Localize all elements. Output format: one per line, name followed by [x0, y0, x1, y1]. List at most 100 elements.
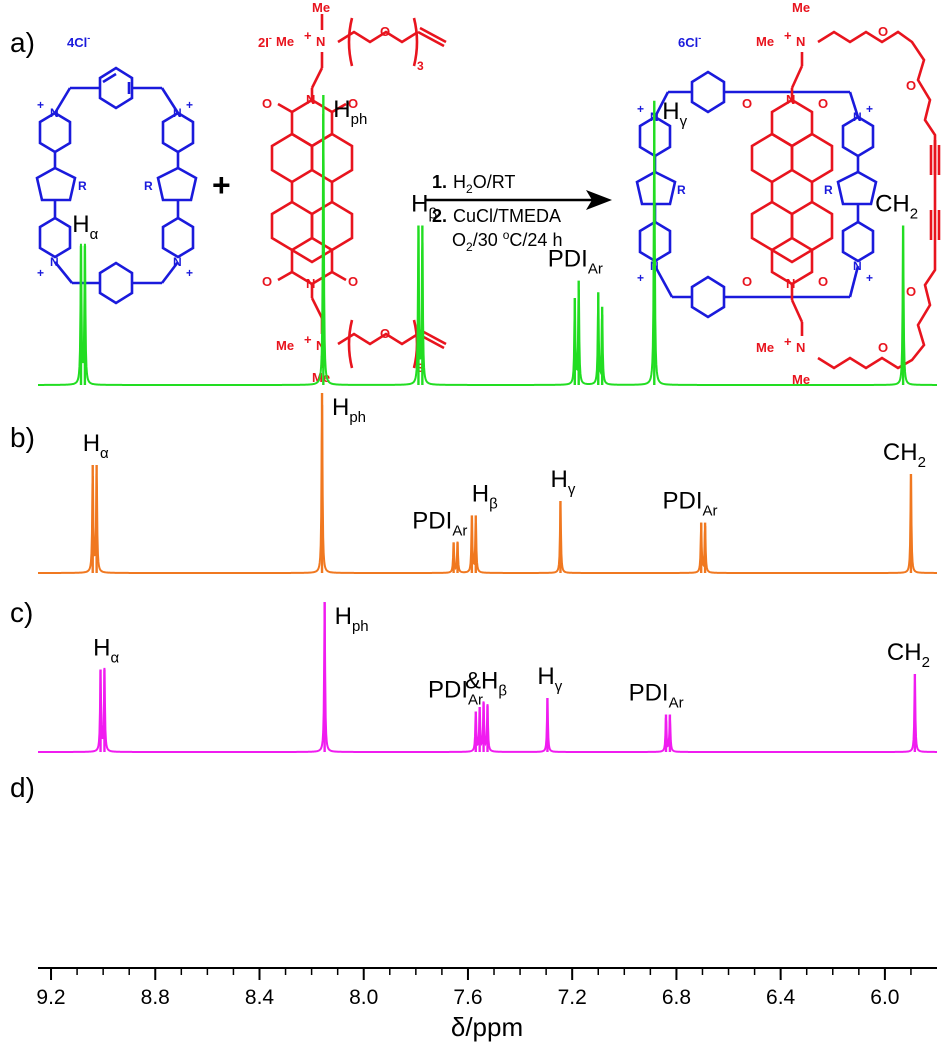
- pyridinium-ring: [841, 220, 875, 263]
- pdi-reactant: 2I- O O: [258, 0, 447, 385]
- x-tick-label: 6.8: [662, 986, 691, 1009]
- x-axis-label: δ/ppm: [451, 1012, 523, 1042]
- charge-plus: +: [37, 98, 44, 112]
- pyrrole-ring: [635, 170, 677, 206]
- imide-o: O: [742, 96, 752, 111]
- pdi-counterion: 2I-: [258, 33, 272, 50]
- peak-label: Hβ: [411, 191, 437, 223]
- panel-label-a: a): [10, 27, 35, 58]
- peak-label: PDIAr: [412, 507, 467, 539]
- peak-label: Hγ: [537, 663, 562, 695]
- imide-o: O: [262, 274, 272, 289]
- pyridinium-n: N: [173, 255, 182, 269]
- x-tick-label: 8.0: [349, 986, 378, 1009]
- pdi-core-ring: [790, 200, 834, 252]
- charge-plus: +: [186, 98, 193, 112]
- charge-plus: +: [784, 28, 792, 43]
- repeat-subscript: 3: [417, 361, 424, 375]
- alkyne-bond: [417, 30, 445, 48]
- ether-o: O: [906, 284, 916, 299]
- charge-plus: +: [37, 266, 44, 280]
- peak-label: CH2: [875, 191, 918, 223]
- charge-plus: +: [866, 271, 873, 285]
- pyrrole-ring: [156, 166, 198, 202]
- peak-label: Hph: [332, 394, 366, 426]
- ammonium-n: N: [796, 340, 805, 355]
- x-tick-label: 8.8: [141, 986, 170, 1009]
- charge-plus: +: [866, 102, 873, 116]
- imide-n: N: [786, 92, 795, 107]
- substituent-r: R: [677, 183, 686, 197]
- ether-o: O: [380, 24, 390, 39]
- charge-plus: +: [784, 334, 792, 349]
- x-axis: 9.2 8.8 8.4 8.0 7.6 7.2 6.8 6.4 6.0 δ/ppm: [36, 967, 937, 1042]
- peak-label: PDIAr: [428, 677, 483, 709]
- top-phenylene-ring: [690, 70, 726, 114]
- pyridinium-ring: [161, 216, 195, 259]
- methyl-label: Me: [276, 338, 294, 353]
- peak-label: Hβ: [472, 480, 498, 512]
- x-tick-label: 7.6: [453, 986, 482, 1009]
- ether-o: O: [906, 78, 916, 93]
- panel-label-d: d): [10, 772, 35, 803]
- pyrrole-ring: [35, 166, 77, 202]
- pdi-core-ring: [270, 132, 314, 184]
- pyridinium-n: N: [50, 106, 59, 120]
- x-tick-label: 6.0: [870, 986, 899, 1009]
- peak-label: Hph: [333, 96, 367, 128]
- x-tick-label: 9.2: [36, 986, 65, 1009]
- reaction-conditions: 1.H2O/RT 2.CuCl/TMEDA O2/30 oC/24 h: [432, 172, 562, 254]
- cyclophane-counterion: 4Cl-: [67, 33, 90, 50]
- repeat-subscript: 3: [417, 59, 424, 73]
- pyridinium-n: N: [50, 255, 59, 269]
- methyl-label: Me: [756, 34, 774, 49]
- peak-label: Hα: [72, 211, 98, 243]
- cyclophane-reactant: 4Cl- N N N: [35, 33, 198, 305]
- imide-o: O: [742, 274, 752, 289]
- pdi-imide-ring: [770, 247, 814, 286]
- peak-label: CH2: [883, 439, 926, 471]
- macrocycle-chain: [817, 250, 937, 370]
- spectrum-trace-d: [38, 602, 938, 753]
- pdi-core-ring: [310, 200, 354, 252]
- ammonium-n: N: [316, 34, 325, 49]
- peg-chain: [337, 30, 419, 44]
- panel-label-b: b): [10, 422, 35, 453]
- reaction-arrow: [425, 190, 612, 210]
- peak-label: Hph: [335, 603, 369, 635]
- reactant-plus-sign: +: [212, 167, 231, 203]
- pdi-core-ring: [270, 200, 314, 252]
- imide-n: N: [786, 276, 795, 291]
- imide-o: O: [818, 274, 828, 289]
- pyridinium-ring: [38, 216, 72, 259]
- imide-n: N: [306, 276, 315, 291]
- peak-label: CH2: [887, 639, 930, 671]
- methyl-label: Me: [792, 0, 810, 15]
- pdi-core-ring: [750, 132, 794, 184]
- peak-label: PDIAr: [663, 488, 718, 520]
- condition-step2-line2: O2/30 oC/24 h: [452, 228, 562, 254]
- imide-o: O: [818, 96, 828, 111]
- substituent-r: R: [824, 183, 833, 197]
- x-tick-label: 6.4: [766, 986, 796, 1009]
- peak-label: Hγ: [551, 466, 576, 498]
- imide-o: O: [348, 274, 358, 289]
- methyl-label: Me: [276, 34, 294, 49]
- condition-step1: 1.H2O/RT: [432, 172, 515, 196]
- imide-o: O: [348, 96, 358, 111]
- charge-plus: +: [637, 102, 644, 116]
- peak-label: &Hβ: [465, 668, 507, 700]
- charge-plus: +: [637, 271, 644, 285]
- methyl-label: Me: [312, 0, 330, 15]
- top-phenylene-ring: [98, 66, 134, 110]
- bottom-phenylene-ring: [690, 275, 726, 319]
- pdi-core-ring: [790, 132, 834, 184]
- pyridinium-n: N: [853, 259, 862, 273]
- x-tick-label: 7.2: [558, 986, 587, 1009]
- pyridinium-n: N: [853, 110, 862, 124]
- ether-o: O: [380, 326, 390, 341]
- ether-o: O: [878, 340, 888, 355]
- x-tick-label: 8.4: [245, 986, 275, 1009]
